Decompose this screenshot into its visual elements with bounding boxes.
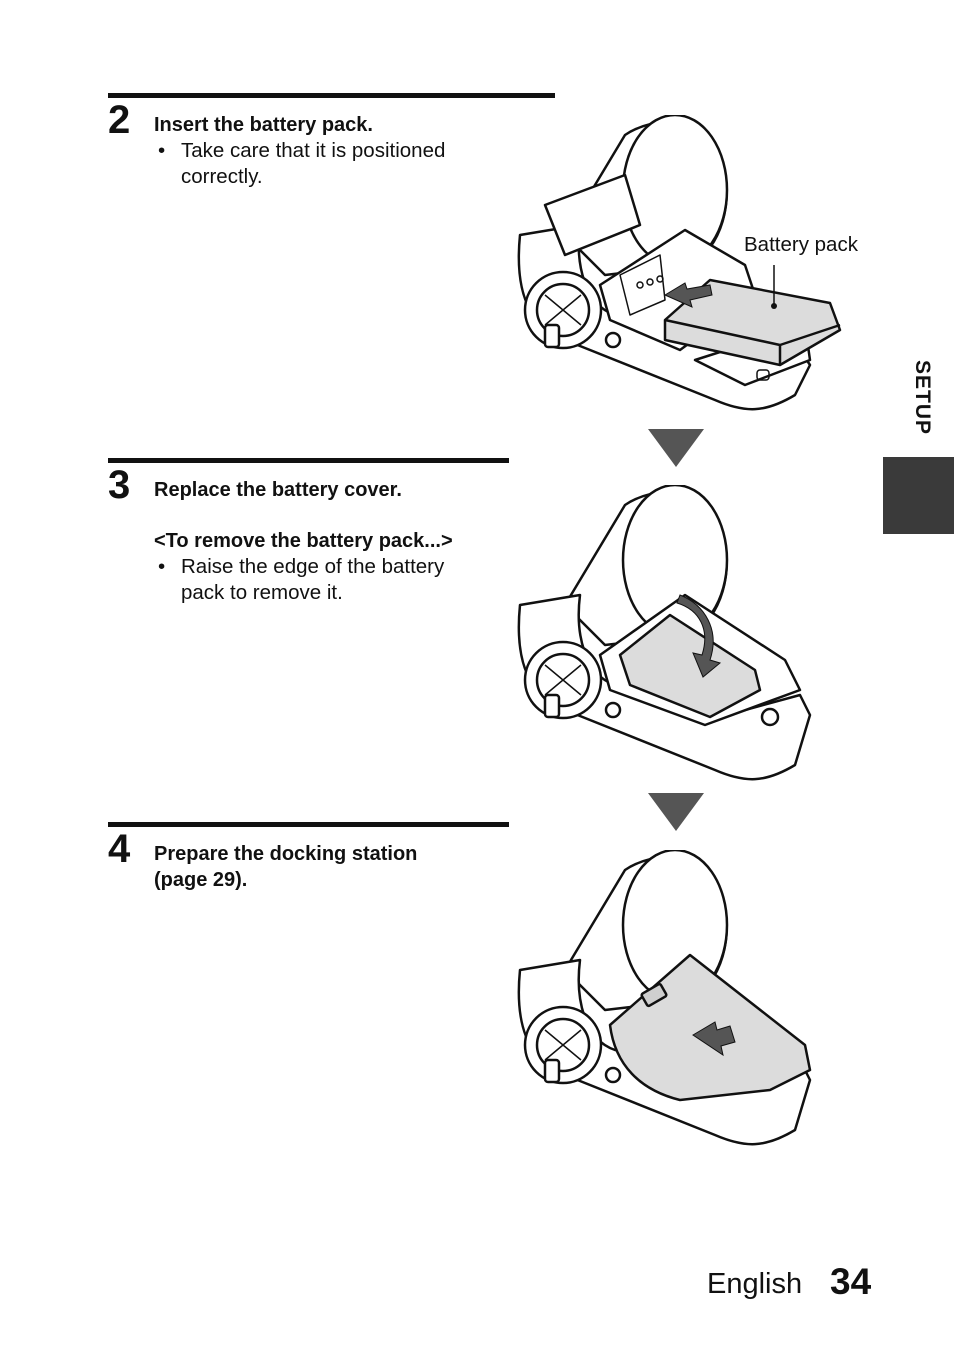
step-2-number: 2 <box>108 98 131 142</box>
step-3-subheading: <To remove the battery pack...> <box>154 530 453 552</box>
step-3-number: 3 <box>108 463 131 507</box>
step-4-title-line-1: Prepare the docking station <box>154 843 418 865</box>
footer-language: English <box>707 1268 803 1300</box>
page-number: 34 <box>830 1261 872 1302</box>
bullet-dot: • <box>158 139 166 162</box>
next-step-arrow-2 <box>648 793 704 831</box>
step-2-rule <box>108 93 555 98</box>
step-3-bullet-line-2: pack to remove it. <box>181 581 343 604</box>
camera-insert-battery-illustration <box>517 115 842 411</box>
step-3-bullet-line-1: Raise the edge of the battery <box>181 555 445 578</box>
step-4-title: Prepare the docking station (page 29). <box>154 841 417 893</box>
bullet-dot: • <box>158 555 166 578</box>
step-2-title: Insert the battery pack. <box>154 114 373 136</box>
section-tab-marker <box>883 457 954 534</box>
step-4-number: 4 <box>108 827 131 871</box>
section-label-setup: SETUP <box>911 360 934 436</box>
step-4-rule <box>108 822 509 827</box>
camera-cover-closed-illustration <box>517 850 812 1146</box>
step-2-bullet: • Take care that it is positioned correc… <box>154 138 445 190</box>
battery-pack-callout: Battery pack <box>744 233 858 256</box>
camera-battery-installed-illustration <box>517 485 812 781</box>
next-step-arrow-1 <box>648 429 704 467</box>
step-3-rule <box>108 458 509 463</box>
step-3-title: Replace the battery cover. <box>154 479 402 501</box>
step-2-bullet-line-1: Take care that it is positioned <box>181 139 446 162</box>
step-2-bullet-line-2: correctly. <box>181 165 263 188</box>
step-4-title-line-2: (page 29). <box>154 869 248 891</box>
step-3-bullet: • Raise the edge of the battery pack to … <box>154 554 444 606</box>
